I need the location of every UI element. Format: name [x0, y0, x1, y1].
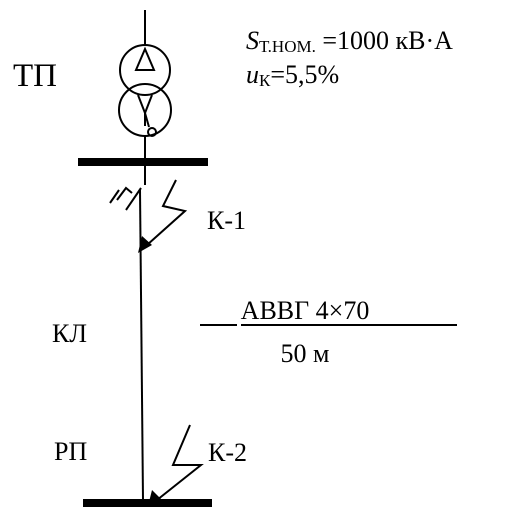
transformer-rating: SТ.НОМ. =1000 кВ·А — [246, 26, 453, 56]
fault-k2-arrow — [156, 424, 204, 501]
fault-k1-arrow — [146, 179, 188, 246]
rating-symbol: S — [246, 26, 259, 55]
fault-k2-label: К-2 — [208, 438, 247, 467]
fault-k1-arrowhead — [138, 236, 152, 253]
rating-value: =1000 кВ·А — [315, 26, 453, 55]
distribution-point-label: РП — [54, 437, 88, 466]
uk-subscript: К — [259, 71, 271, 90]
fault-k2-arrowhead — [148, 490, 161, 506]
breaker-symbol — [109, 164, 146, 211]
short-circuit-voltage: uК=5,5% — [246, 60, 340, 90]
cable-type-label: АВВГ 4×70 — [240, 296, 370, 325]
delta-connection-icon — [134, 46, 156, 71]
transformer-secondary-winding — [118, 83, 172, 137]
cable-length-label: 50 м — [280, 339, 330, 368]
wye-grounded-neutral-icon — [137, 94, 157, 137]
transformer-primary-winding — [119, 44, 171, 96]
rating-subscript: Т.НОМ. — [259, 37, 316, 56]
substation-label: ТП — [13, 58, 57, 94]
uk-value: =5,5% — [270, 60, 340, 89]
fault-k1-label: К-1 — [207, 206, 246, 235]
uk-symbol: u — [246, 60, 259, 89]
cable-line-label: КЛ — [52, 319, 87, 348]
cable-line — [139, 189, 144, 501]
